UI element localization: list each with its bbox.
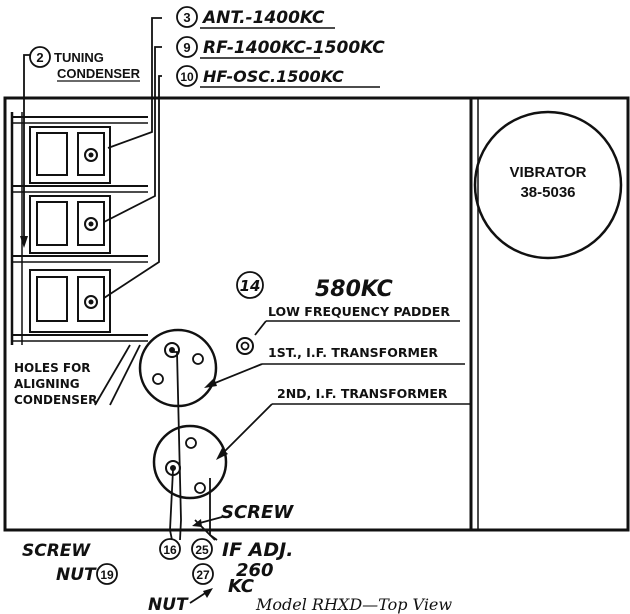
vibrator: VIBRATOR 38-5036 xyxy=(473,110,623,260)
callout-16-num: 16 xyxy=(163,543,177,557)
caption: Model RHXD—Top View xyxy=(255,595,452,614)
if2-label: 2ND, I.F. TRANSFORMER xyxy=(277,386,448,401)
if-freq-1: 260 xyxy=(236,560,274,581)
callout-16 xyxy=(159,538,181,560)
nut-label-bottom: NUT xyxy=(148,595,189,614)
padder-freq: 580KC xyxy=(315,277,393,302)
callout-9-num: 9 xyxy=(183,40,190,55)
callout-3 xyxy=(176,6,198,28)
tuning-condenser xyxy=(10,112,148,345)
tuning-arrow xyxy=(23,54,30,240)
nut-label-left: NUT xyxy=(56,565,97,585)
callout-27 xyxy=(192,563,214,585)
if-adj-label: IF ADJ. xyxy=(222,539,293,561)
antenna-trimmer xyxy=(84,148,98,162)
padder-label: LOW FREQUENCY PADDER xyxy=(268,304,450,319)
leader-ant xyxy=(107,17,162,149)
screw-label-right: SCREW xyxy=(221,502,294,523)
if1-label: 1ST., I.F. TRANSFORMER xyxy=(268,345,438,360)
callout-10-num: 10 xyxy=(180,70,194,84)
leader-rf xyxy=(103,46,162,223)
tuning-label-2: CONDENSER xyxy=(57,66,141,81)
callout-2 xyxy=(29,46,51,68)
callout-14-num: 14 xyxy=(240,277,261,295)
if-freq-2: KC xyxy=(228,576,255,597)
holes-label-2: ALIGNING xyxy=(14,377,80,391)
chassis-outline xyxy=(3,96,630,532)
callout-27-num: 27 xyxy=(196,568,210,582)
oscillator-trimmer xyxy=(84,295,98,309)
callout-25 xyxy=(191,538,213,560)
tuning-label-1: TUNING xyxy=(54,50,104,65)
callout-25-num: 25 xyxy=(195,543,209,557)
holes-label-1: HOLES FOR xyxy=(14,361,91,375)
callout-2-num: 2 xyxy=(36,50,43,65)
callout-14 xyxy=(236,271,264,299)
vibrator-label: VIBRATOR xyxy=(510,164,587,181)
leader-hf xyxy=(103,75,162,299)
callout-19-num: 19 xyxy=(100,568,114,582)
ant-label: ANT.-1400KC xyxy=(201,8,325,28)
callout-3-num: 3 xyxy=(183,10,190,25)
holes-label-3: CONDENSER xyxy=(14,393,97,407)
callout-9 xyxy=(176,36,198,58)
if-transformer-2 xyxy=(152,424,228,500)
rf-label: RF-1400KC-1500KC xyxy=(203,38,385,58)
vibrator-part-number: 38-5036 xyxy=(520,184,575,201)
screw-label-left: SCREW xyxy=(22,541,91,561)
padder-screw xyxy=(236,337,254,355)
callout-19 xyxy=(96,563,118,585)
rf-trimmer xyxy=(84,217,98,231)
callout-10 xyxy=(176,65,198,87)
hf-label: HF-OSC.1500KC xyxy=(203,67,344,86)
